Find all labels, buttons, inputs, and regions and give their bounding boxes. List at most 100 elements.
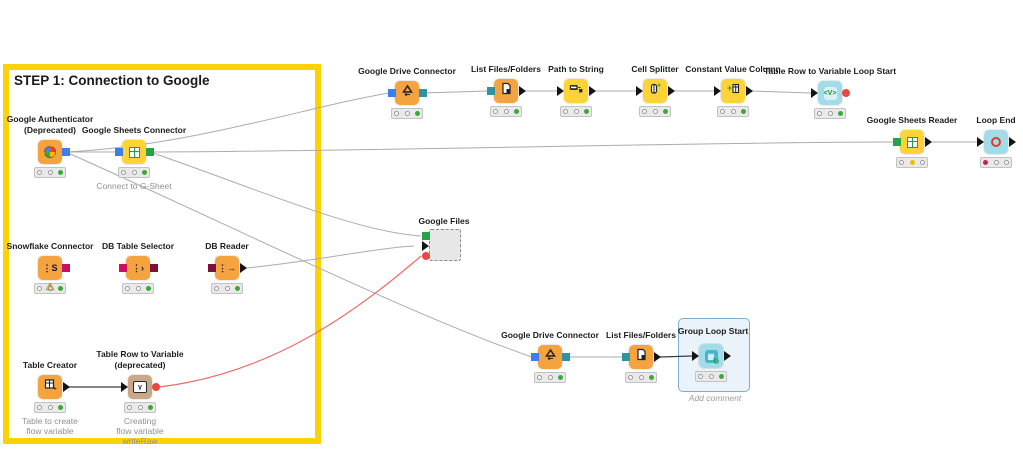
node-loop-end[interactable] (984, 130, 1008, 154)
add-comment-hint[interactable]: Add comment (688, 393, 742, 403)
traffic-dot (993, 160, 999, 165)
traffic-dot (37, 286, 42, 291)
db-selector-icon: ⋮› (132, 262, 144, 273)
traffic-dot (514, 109, 519, 114)
port-data-out-list-files-folders-top[interactable] (519, 86, 526, 96)
node-group-loop-start[interactable]: ▦↻ (699, 344, 723, 368)
traffic-light-list-files-folders-bottom (625, 372, 657, 383)
port-magenta-in-db-table-selector[interactable] (119, 264, 127, 272)
port-data-in-table-row-to-variable-deprecated[interactable] (121, 382, 128, 392)
port-data-out-google-sheets-reader[interactable] (925, 137, 932, 147)
node-table-row-to-variable-loop-start[interactable]: <V> (818, 81, 842, 105)
port-data-in-group-loop-start[interactable] (692, 351, 699, 361)
port-redcircle-out-table-row-to-variable-loop-start[interactable] (842, 89, 850, 97)
traffic-dot (47, 405, 53, 410)
comment-line: writeRaw (122, 436, 158, 446)
port-teal-in-list-files-folders-top[interactable] (487, 87, 495, 95)
comment-line: Connect to G-Sheet (96, 181, 172, 191)
port-data-in-google-files[interactable] (422, 241, 429, 251)
port-data-in-loop-end[interactable] (977, 137, 984, 147)
traffic-light-google-sheets-connector (118, 167, 150, 178)
port-teal-in-list-files-folders-bottom[interactable] (622, 353, 630, 361)
comment-google-sheets-connector[interactable]: Connect to G-Sheet (96, 181, 171, 191)
port-magenta-out-snowflake-connector[interactable] (62, 264, 70, 272)
node-constant-value-column[interactable]: + (721, 79, 745, 103)
traffic-dot (983, 160, 988, 165)
traffic-dot (920, 160, 925, 165)
label-line: Table Creator (22, 360, 78, 370)
label-constant-value-column: Constant Value Column (685, 64, 780, 75)
traffic-dot (47, 170, 53, 175)
node-google-authenticator[interactable] (38, 140, 62, 164)
path-to-string-icon (569, 82, 583, 100)
label-google-drive-connector-bottom: Google Drive Connector (501, 330, 599, 341)
port-teal-out-google-drive-connector-top[interactable] (419, 89, 427, 97)
port-data-out-list-files-folders-bottom[interactable] (654, 352, 661, 362)
port-redcircle-in-google-files[interactable] (422, 252, 430, 260)
node-db-table-selector[interactable]: ⋮› (126, 256, 150, 280)
cell-splitter-icon: + (649, 82, 662, 100)
node-list-files-folders-top[interactable] (494, 79, 518, 103)
snowflake-db-icon: ⋮S (42, 262, 58, 273)
connection-drive-top-to-listff[interactable] (422, 90, 489, 94)
node-google-drive-connector-bottom[interactable] (538, 345, 562, 369)
port-green-in-google-files[interactable] (422, 232, 430, 240)
svg-text:+: + (727, 83, 732, 93)
port-data-out-db-reader[interactable] (240, 263, 247, 273)
port-blue-in-google-drive-connector-bottom[interactable] (531, 353, 539, 361)
node-db-reader[interactable]: ⋮→ (215, 256, 239, 280)
node-cell-splitter[interactable]: + (643, 79, 667, 103)
label-line: List Files/Folders (471, 64, 541, 74)
traffic-light-google-authenticator (34, 167, 66, 178)
connection-const-to-loopstart[interactable] (751, 90, 812, 94)
node-google-sheets-reader[interactable] (900, 130, 924, 154)
node-path-to-string[interactable] (564, 79, 588, 103)
port-data-out-table-creator[interactable] (63, 382, 70, 392)
traffic-dot (58, 286, 63, 291)
port-data-in-table-row-to-variable-loop-start[interactable] (811, 88, 818, 98)
node-snowflake-connector[interactable]: ⋮S (38, 256, 62, 280)
traffic-dot (121, 170, 126, 175)
label-table-row-to-variable-loop-start: Table Row to Variable Loop Start (764, 66, 896, 77)
row-to-variable-icon: v̟ (133, 381, 147, 393)
label-table-row-to-variable-deprecated: Table Row to Variable(deprecated) (96, 349, 183, 371)
label-line: Google Authenticator (6, 114, 94, 124)
file-list-icon (635, 348, 648, 366)
google-drive-icon (544, 348, 557, 366)
placeholder-google-files[interactable] (429, 229, 461, 261)
port-data-in-path-to-string[interactable] (557, 86, 564, 96)
traffic-light-google-drive-connector-bottom (534, 372, 566, 383)
node-list-files-folders-bottom[interactable] (629, 345, 653, 369)
variable-loop-icon: <V> (823, 86, 837, 100)
traffic-dot (628, 375, 633, 380)
port-data-out-cell-splitter[interactable] (668, 86, 675, 96)
loop-end-icon (991, 137, 1001, 147)
port-redcircle-out-table-row-to-variable-deprecated[interactable] (152, 383, 160, 391)
port-blue-out-google-authenticator[interactable] (62, 148, 70, 156)
svg-text:+: + (657, 83, 661, 90)
port-data-in-constant-value-column[interactable] (714, 86, 721, 96)
port-data-out-path-to-string[interactable] (589, 86, 596, 96)
node-google-drive-connector-top[interactable] (395, 81, 419, 105)
port-data-out-group-loop-start[interactable] (724, 351, 731, 361)
port-teal-out-google-drive-connector-bottom[interactable] (562, 353, 570, 361)
node-table-creator[interactable]: + (38, 375, 62, 399)
port-green-out-google-sheets-connector[interactable] (146, 148, 154, 156)
traffic-dot (235, 286, 240, 291)
port-darkred-in-db-reader[interactable] (208, 264, 216, 272)
node-google-sheets-connector[interactable] (122, 140, 146, 164)
port-green-in-google-sheets-reader[interactable] (893, 138, 901, 146)
port-darkred-out-db-table-selector[interactable] (150, 264, 158, 272)
port-blue-in-google-sheets-connector[interactable] (115, 148, 123, 156)
port-data-out-loop-end[interactable] (1009, 137, 1016, 147)
traffic-dot (573, 109, 579, 114)
port-data-out-constant-value-column[interactable] (746, 86, 753, 96)
node-table-row-to-variable-deprecated[interactable]: v̟ (128, 375, 152, 399)
step-annotation-title: STEP 1: Connection to Google (14, 73, 210, 88)
port-data-in-cell-splitter[interactable] (636, 86, 643, 96)
port-blue-in-google-drive-connector-top[interactable] (388, 89, 396, 97)
traffic-dot (899, 160, 904, 165)
